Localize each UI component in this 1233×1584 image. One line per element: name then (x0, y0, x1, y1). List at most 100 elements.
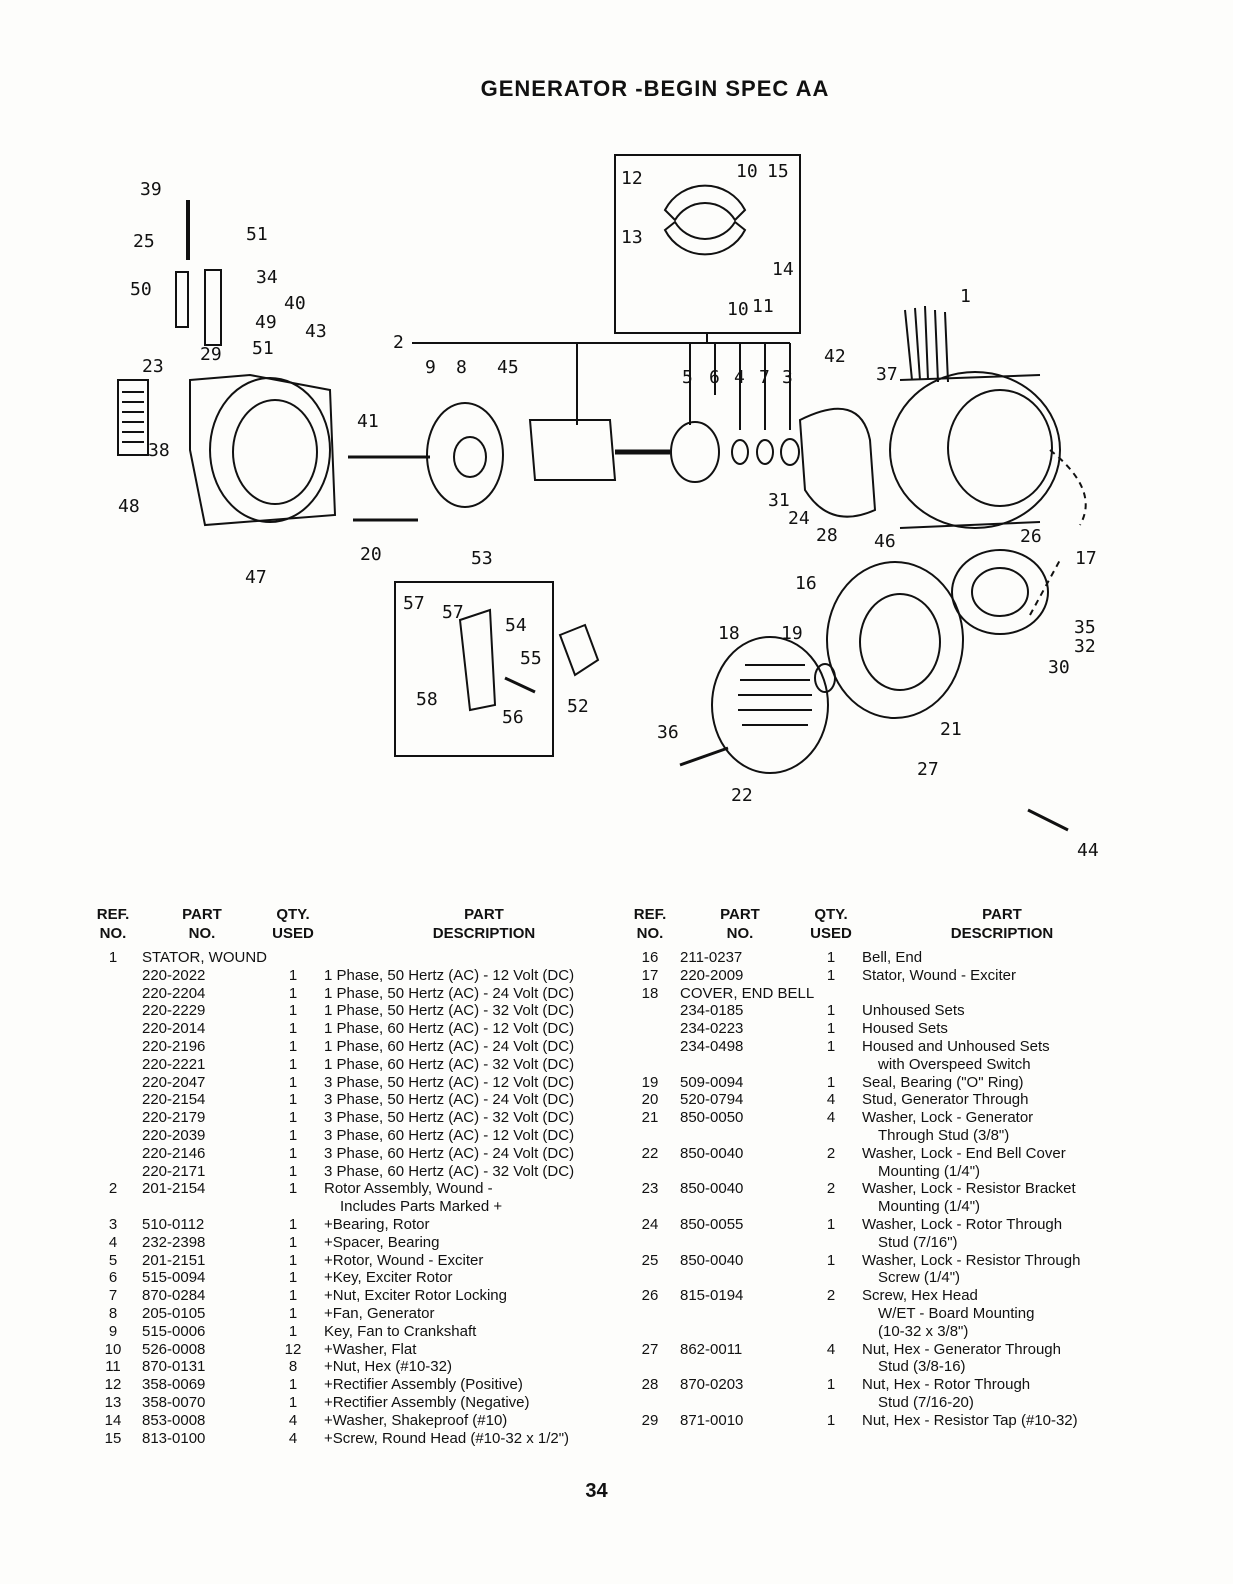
rectifier-negative-plate (663, 220, 747, 256)
ref-no: 26 (641, 1287, 659, 1305)
description-line: +Spacer, Bearing (324, 1233, 440, 1251)
qty-used: 1 (288, 1109, 298, 1127)
qty-used: 1 (288, 1126, 298, 1144)
part-description: 3 Phase, 60 Hertz (AC) - 12 Volt (DC) (324, 1127, 644, 1145)
description-line: 3 Phase, 50 Hertz (AC) - 24 Volt (DC) (324, 1091, 575, 1109)
qty-used: 1 (826, 1020, 836, 1038)
description-line: +Rotor, Wound - Exciter (324, 1251, 484, 1269)
callout-43: 43 (305, 321, 327, 342)
callout-57: 57 (442, 602, 464, 623)
qty-used: 8 (288, 1358, 298, 1376)
ref-no: 5 (108, 1251, 118, 1269)
end-bell-cover (711, 636, 829, 774)
callout-39: 39 (140, 179, 162, 200)
description-line: Stud (7/16-20) (878, 1393, 974, 1411)
ref-no (620, 1038, 680, 1074)
callout-38: 38 (148, 440, 170, 461)
part-no: 813-0100 (142, 1429, 206, 1447)
callout-35: 35 (1074, 617, 1096, 638)
callout-1: 1 (960, 286, 971, 307)
callout-31: 31 (768, 490, 790, 511)
qty-used: 1 (288, 1055, 298, 1073)
qty-used: 1 (288, 1269, 298, 1287)
ref-no: 4 (108, 1233, 118, 1251)
qty-used: 1 (826, 1037, 836, 1055)
ref-no: 28 (641, 1376, 659, 1394)
callout-50: 50 (130, 279, 152, 300)
description-line: 1 Phase, 60 Hertz (AC) - 24 Volt (DC) (324, 1037, 575, 1055)
part-no: 850-0040 (680, 1180, 744, 1198)
part-description: Seal, Bearing ("O" Ring) (862, 1074, 1142, 1092)
part-description: 1 Phase, 50 Hertz (AC) - 12 Volt (DC) (324, 967, 644, 985)
part-no: 201-2151 (142, 1251, 206, 1269)
description-line: +Bearing, Rotor (324, 1215, 430, 1233)
ref-no (620, 1020, 680, 1038)
ref-no: 11 (105, 1358, 121, 1376)
description-line: Unhoused Sets (862, 1002, 965, 1020)
ref-no: 7 (108, 1287, 118, 1305)
resistor (204, 269, 222, 346)
part-no: 211-0237 (680, 949, 743, 966)
ref-no: 9 (108, 1322, 118, 1340)
qty-used: 1 (288, 1233, 298, 1251)
description-line: with Overspeed Switch (878, 1055, 1031, 1073)
qty-header: QTY.USED (810, 906, 852, 942)
qty-used: 1 (826, 1411, 836, 1429)
callout-10: 10 (727, 299, 749, 320)
part-no: 220-2009 (680, 966, 744, 984)
description-line: Rotor Assembly, Wound - (324, 1180, 493, 1198)
callout-17: 17 (1075, 548, 1097, 569)
callout-26: 26 (1020, 526, 1042, 547)
callout-48: 48 (118, 496, 140, 517)
callout-29: 29 (200, 344, 222, 365)
qty-used: 1 (288, 1393, 298, 1411)
ref-no (84, 1091, 142, 1109)
part-no: 220-2171 (142, 1162, 206, 1180)
qty-used: 1 (826, 949, 836, 966)
description-line: +Rectifier Assembly (Negative) (324, 1393, 530, 1411)
qty-used: 1 (826, 1376, 836, 1394)
callout-44: 44 (1077, 840, 1099, 861)
ref-no (84, 1056, 142, 1074)
callout-37: 37 (876, 364, 898, 385)
part-no: 515-0006 (142, 1322, 206, 1340)
ref-no: 12 (104, 1376, 122, 1394)
part-no: 220-2229 (142, 1002, 206, 1020)
part-description: Nut, Hex - Resistor Tap (#10-32) (862, 1412, 1142, 1430)
mounting-bracket (458, 608, 497, 712)
description-line: Screw, Hex Head (862, 1287, 978, 1305)
ref-no (84, 1020, 142, 1038)
callout-21: 21 (940, 719, 962, 740)
part-no: 220-2014 (142, 1020, 206, 1038)
callout-51: 51 (246, 224, 268, 245)
ref-no (620, 1002, 680, 1020)
description-line: 1 Phase, 50 Hertz (AC) - 12 Volt (DC) (324, 966, 575, 984)
ref-no: 23 (641, 1180, 659, 1198)
callout-46: 46 (874, 531, 896, 552)
qty-used: 1 (288, 1037, 298, 1055)
